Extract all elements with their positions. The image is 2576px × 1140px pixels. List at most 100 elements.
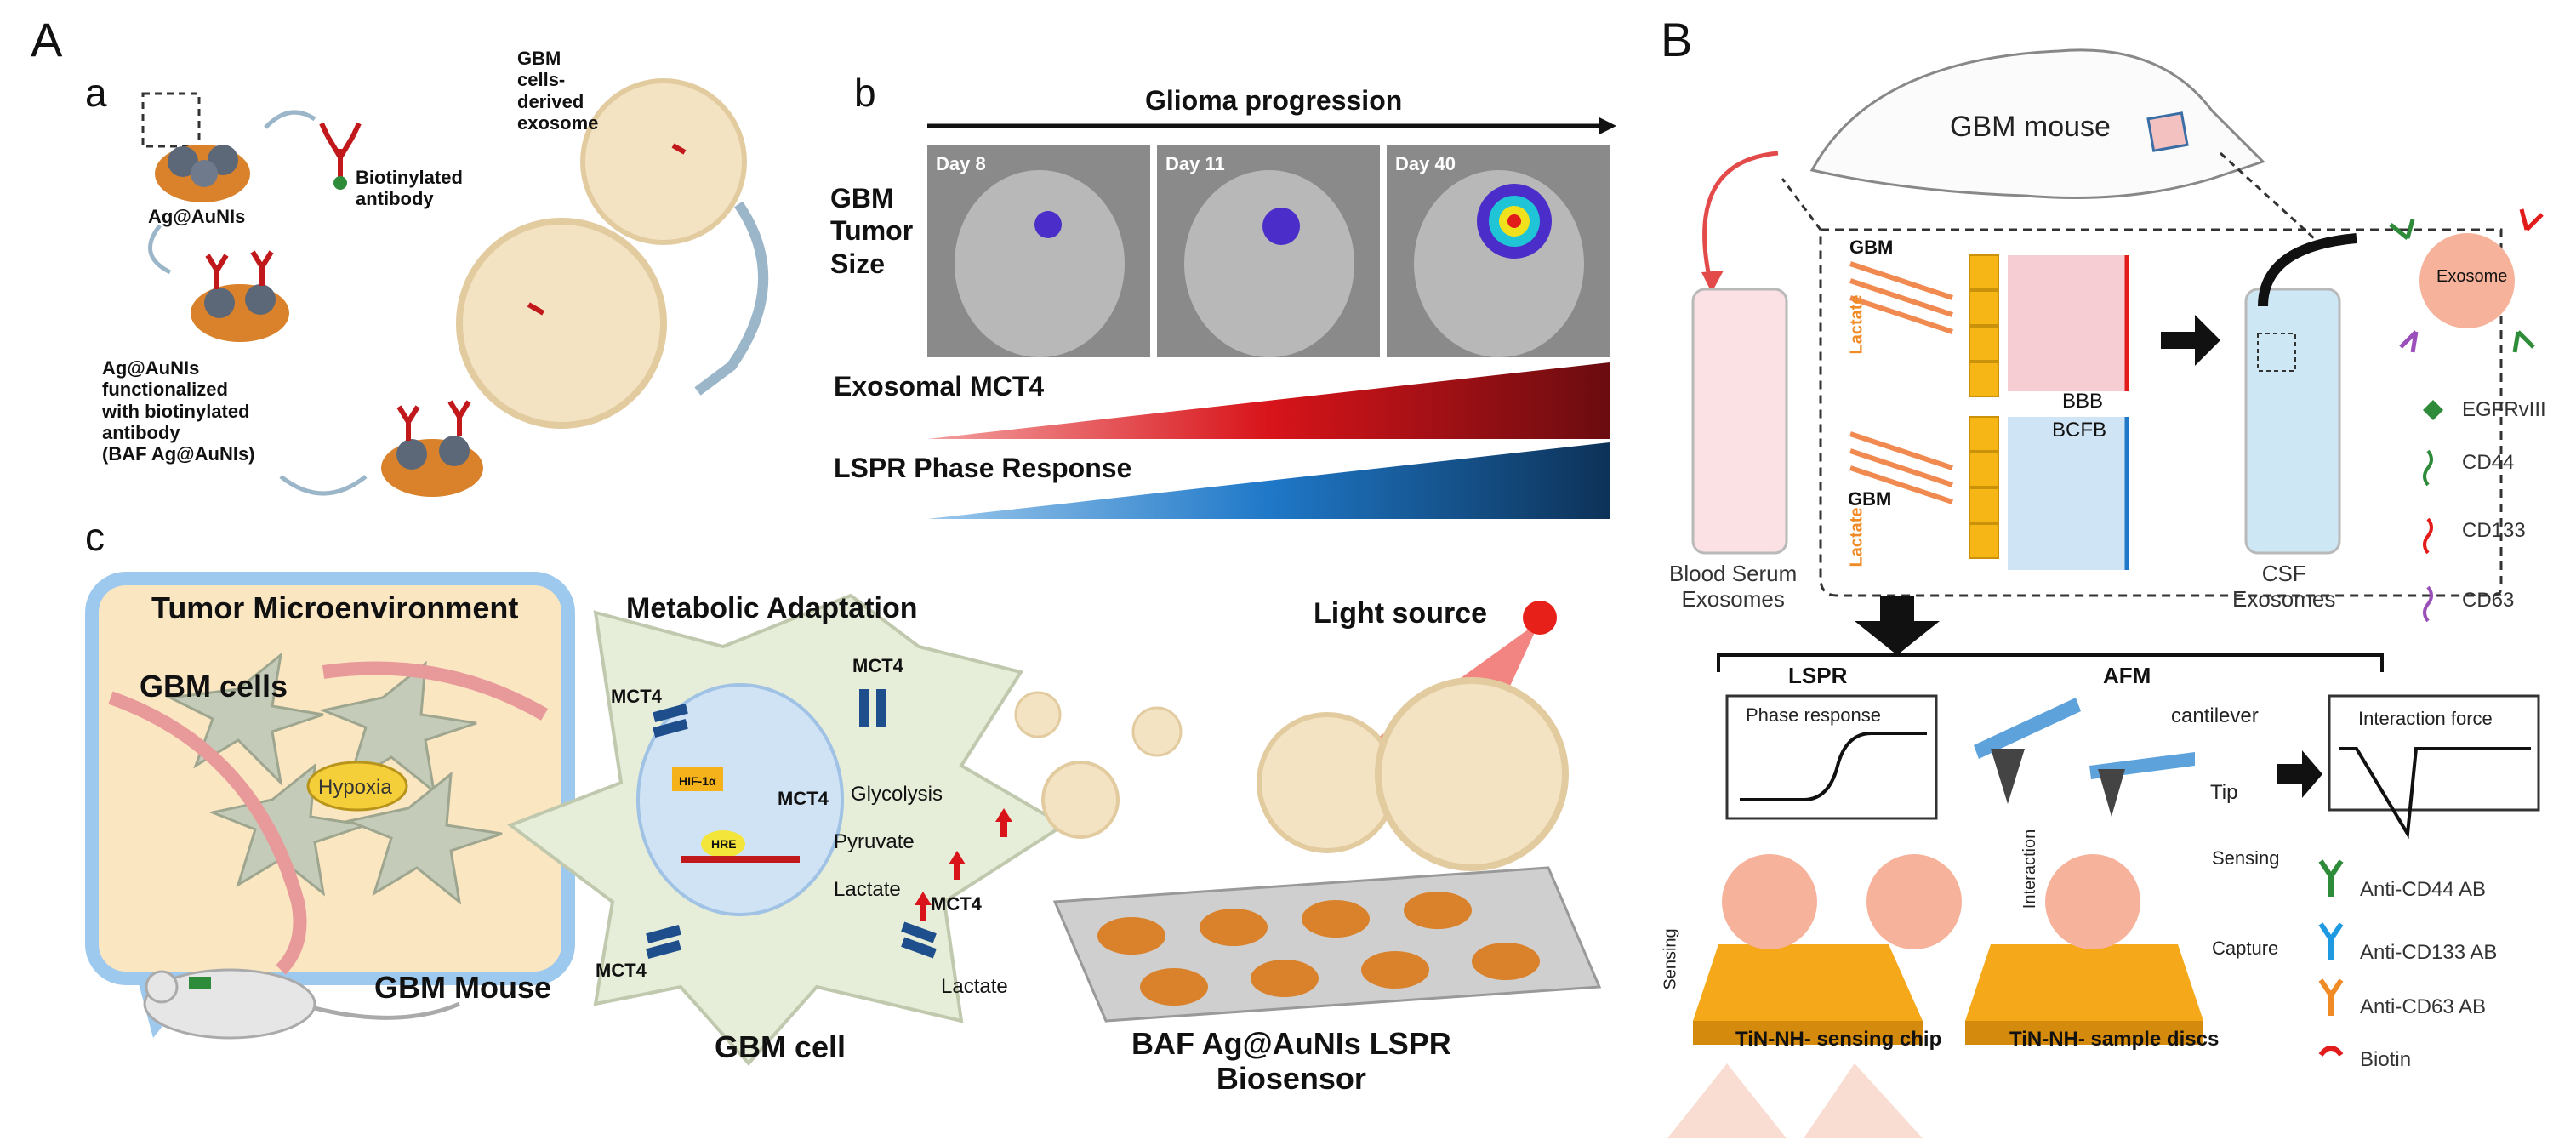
label-ag-aunis: Ag@AuNIs [148, 206, 246, 227]
hre-oval [701, 830, 745, 858]
mct4-wedge [927, 362, 1610, 439]
label-functionalized: Ag@AuNIs functionalized with biotinylate… [102, 357, 255, 465]
label-light-source: Light source [1314, 597, 1488, 630]
label-tumor-microenvironment: Tumor Microenvironment [151, 590, 519, 625]
sensor-particles [1097, 892, 1540, 1006]
panel-b-illustration [927, 117, 1616, 519]
label-biotinylated: Biotinylated antibody [356, 167, 463, 210]
arrow-exosome-cycle [694, 201, 769, 396]
biotin-icon [2318, 1046, 2344, 1057]
label-mct4-5: MCT4 [931, 893, 982, 915]
label-blood-serum: Blood Serum Exosomes [1669, 561, 1798, 612]
label-sample-discs: TiN-NH- sample discs [2009, 1028, 2220, 1051]
arrow-to-csf [2161, 315, 2220, 366]
exosome-small [580, 78, 747, 245]
label-bcfb: BCFB [2052, 419, 2107, 442]
gbm-mouse-icon [143, 968, 460, 1040]
serum-tube [1691, 288, 1788, 555]
imaging-day-8 [927, 145, 1150, 357]
panel-letter-a: a [85, 71, 107, 115]
panel-letter-A: A [31, 13, 63, 66]
label-pyruvate: Pyruvate [834, 830, 915, 853]
label-mct4-4: MCT4 [596, 960, 647, 981]
label-sensing-left: Sensing [1661, 928, 1680, 990]
label-mct4-1: MCT4 [611, 686, 662, 707]
legend-anti-cd44: Anti-CD44 AB [2360, 878, 2487, 901]
baf-particle [381, 400, 483, 497]
biotin-dot [333, 176, 347, 190]
label-glioma-progression: Glioma progression [1145, 85, 1403, 116]
label-sensing-right: Sensing [2212, 847, 2280, 869]
hif-box [672, 767, 723, 791]
label-interaction-force: Interaction force [2358, 708, 2493, 729]
label-gbm-bottom: GBM [1848, 488, 1892, 510]
gbm-cell-streaks [1849, 261, 1953, 504]
label-day-8: Day 8 [936, 153, 986, 174]
hypoxia-oval [306, 761, 408, 812]
barrier-cells [1969, 254, 1999, 559]
ag-aunis-particle [155, 145, 250, 202]
lspr-wedge [927, 442, 1610, 519]
gbm-mouse-outline [1809, 48, 2265, 199]
anti-cd44-icon [2318, 859, 2344, 897]
label-gbm-mouse-B: GBM mouse [1950, 111, 2111, 143]
arrow-to-bottom [279, 475, 368, 496]
panel-a-illustration [141, 78, 769, 497]
label-lspr: LSPR [1788, 663, 1848, 688]
panel-c-illustration [85, 572, 1602, 1067]
light-source-icon [1523, 601, 1557, 635]
label-csf: CSF Exosomes [2232, 561, 2336, 612]
label-lactate-bottom: Lactate [1847, 507, 1866, 567]
exosome-B [2419, 233, 2515, 328]
legend-biotin: Biotin [2360, 1048, 2412, 1071]
interaction-force-plot [2328, 694, 2540, 812]
label-sensing-chip: TiN-NH- sensing chip [1735, 1028, 1942, 1051]
label-bbb: BBB [2062, 390, 2104, 413]
arrow-to-antibody [264, 110, 316, 129]
label-mct4-2: MCT4 [852, 655, 903, 676]
imaging-day-40 [1387, 145, 1610, 357]
label-phase-response: Phase response [1746, 704, 1881, 726]
bcfb-region [2008, 417, 2127, 570]
label-gbm-exosome: GBM cells- derived exosome [517, 48, 599, 134]
exosome-large [456, 218, 667, 429]
legend-cd133: CD133 [2462, 519, 2526, 542]
arrow-down-main [1855, 596, 1940, 655]
label-gbm-cells: GBM cells [140, 669, 288, 704]
label-lactate-outer: Lactate [941, 975, 1008, 998]
panel-letter-b: b [854, 71, 876, 115]
label-hif: HIF-1α [679, 774, 716, 788]
csf-tube [2244, 288, 2341, 555]
legend-anti-cd63: Anti-CD63 AB [2360, 995, 2487, 1018]
label-lspr-phase: LSPR Phase Response [834, 453, 1132, 483]
label-exosome-B: Exosome [2436, 267, 2508, 286]
cd63-icon [2423, 585, 2433, 623]
dashed-box [141, 92, 201, 148]
bbb-region [2008, 255, 2127, 391]
label-day-11: Day 11 [1165, 153, 1225, 174]
cantilever-1 [1974, 698, 2081, 759]
panel-letter-B: B [1661, 13, 1693, 66]
label-exosomal-mct4: Exosomal MCT4 [834, 371, 1045, 402]
functionalized-particle [191, 250, 289, 342]
label-glycolysis: Glycolysis [851, 783, 943, 806]
label-lactate-inner: Lactate [834, 878, 901, 901]
increase-arrows [915, 808, 1012, 921]
legend-egfrviii: EGFRvIII [2462, 398, 2546, 421]
label-tumor-size: GBM Tumor Size [830, 183, 914, 279]
label-mct4-3: MCT4 [778, 788, 829, 809]
label-afm: AFM [2103, 663, 2151, 688]
arrow-down-1 [148, 224, 172, 275]
sample-disc [1965, 944, 2203, 1021]
cd133-icon [2423, 517, 2433, 555]
anti-cd133-icon [2318, 922, 2344, 960]
mct4-transporters [646, 689, 937, 959]
label-day-40: Day 40 [1395, 153, 1456, 174]
panel-B-illustration [1667, 48, 2544, 1138]
imaging-day-11 [1157, 145, 1380, 357]
label-tip: Tip [2210, 781, 2238, 804]
arrow-to-serum [1702, 151, 1779, 282]
dashed-compartment [1819, 228, 2503, 597]
label-gbm-mouse: GBM Mouse [374, 970, 552, 1005]
legend-cd44: CD44 [2462, 451, 2515, 474]
